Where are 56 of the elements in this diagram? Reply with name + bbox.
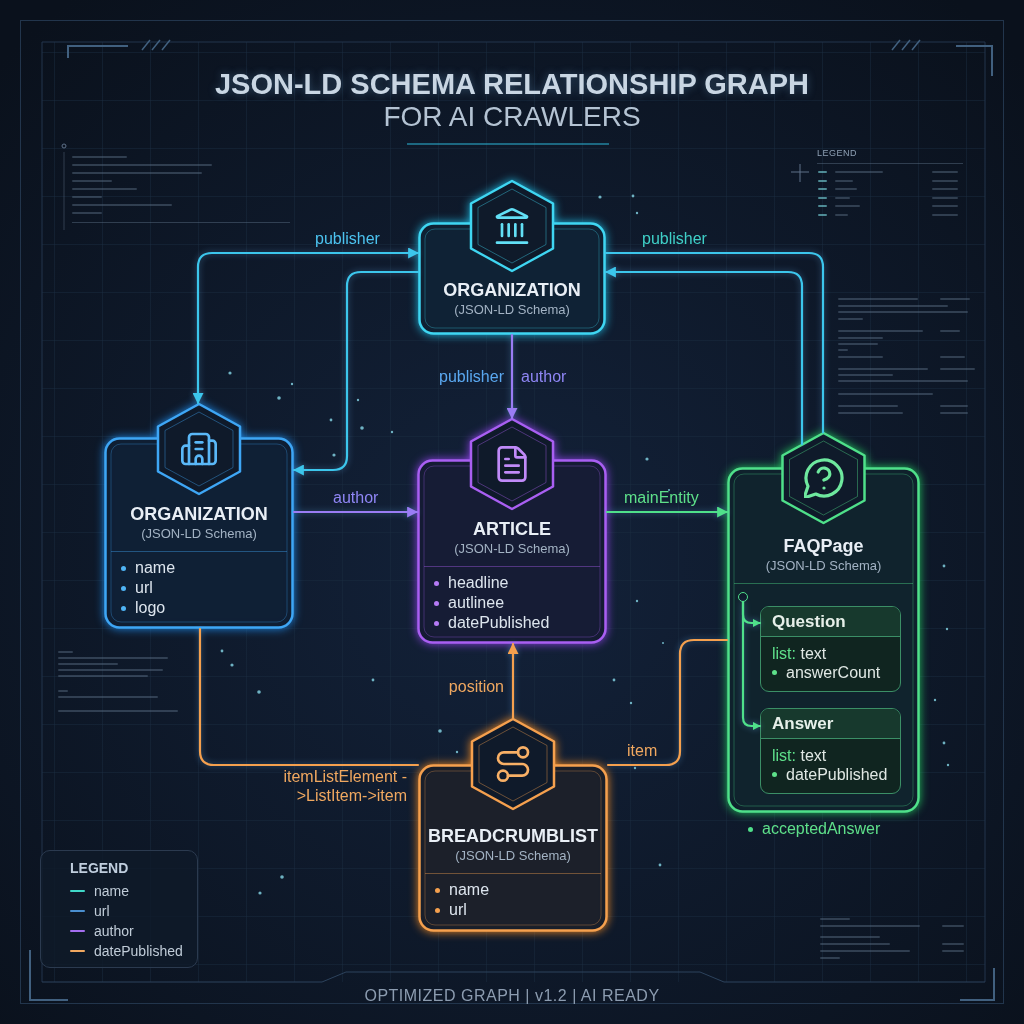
list-item: name	[449, 880, 490, 900]
card-title: ORGANIZATION	[443, 279, 581, 301]
legend-label: url	[94, 902, 110, 920]
footer-caption: OPTIMIZED GRAPH | v1.2 | AI READY	[364, 986, 660, 1006]
edge-label: position	[448, 677, 504, 696]
list-item: autlinee	[448, 593, 505, 613]
list-item: url	[135, 578, 153, 598]
property-line: list: text	[772, 746, 827, 765]
diagram-title: JSON-LD SCHEMA RELATIONSHIP GRAPH	[215, 67, 809, 102]
legend-label: datePublished	[94, 942, 183, 960]
arrow	[506, 333, 518, 420]
card-subtitle: (JSON-LD Schema)	[141, 525, 257, 543]
list-item: url	[449, 900, 467, 920]
list-item: answerCount	[786, 663, 881, 682]
edge-label: publisher	[315, 229, 380, 248]
card-title: FAQPage	[783, 535, 864, 557]
card-subtitle: (JSON-LD Schema)	[455, 847, 571, 865]
schema-card	[104, 403, 294, 629]
list-item: datePublished	[786, 765, 888, 784]
edge-label: itemListElement ->ListItem->item	[282, 767, 407, 805]
edge-label: publisher	[642, 229, 707, 248]
arrow	[192, 247, 420, 405]
card-subtitle: (JSON-LD Schema)	[765, 557, 882, 575]
list-item: datePublished	[448, 613, 550, 633]
list-item: headline	[448, 573, 509, 593]
schema-card	[418, 718, 608, 932]
edge-label: author	[333, 488, 379, 507]
arrow	[292, 506, 419, 518]
property-line: list: text	[772, 644, 827, 663]
legend-title: LEGEND	[817, 148, 857, 159]
connector-line	[198, 627, 420, 767]
list-item: logo	[135, 598, 166, 618]
list-item: acceptedAnswer	[762, 819, 881, 839]
card-title: Question	[772, 611, 846, 632]
list-item: name	[135, 558, 176, 578]
diagram-subtitle: FOR AI CRAWLERS	[383, 100, 641, 134]
legend-label: author	[94, 922, 134, 940]
card-title: Answer	[772, 713, 834, 734]
card-subtitle: (JSON-LD Schema)	[454, 540, 570, 558]
annotation-label: author	[521, 367, 567, 386]
edge-label: mainEntity	[624, 488, 699, 507]
card-subtitle: (JSON-LD Schema)	[454, 301, 570, 319]
arrow	[292, 270, 420, 476]
arrow	[507, 642, 519, 720]
arrow	[605, 506, 729, 518]
card-title: BREADCRUMBLIST	[428, 825, 598, 847]
card-title: ORGANIZATION	[130, 503, 268, 525]
legend-label: name	[94, 882, 130, 900]
connector-line	[604, 251, 825, 434]
schema-card	[417, 418, 607, 644]
edge-label: publisher	[439, 367, 504, 386]
legend-title: LEGEND	[70, 859, 129, 878]
schema-card	[418, 180, 606, 335]
connector-line	[606, 638, 729, 767]
edge-label: item	[627, 741, 658, 760]
card-title: ARTICLE	[473, 518, 551, 540]
